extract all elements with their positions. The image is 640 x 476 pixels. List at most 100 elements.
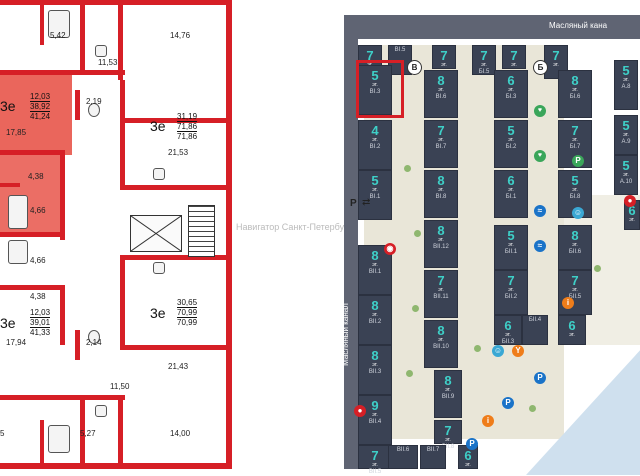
entrance-label: P	[350, 198, 357, 209]
selected-building-frame[interactable]	[356, 60, 404, 118]
selected-apartment-highlight[interactable]	[0, 75, 72, 155]
info-icon[interactable]: i	[482, 415, 494, 427]
amenity-icon[interactable]: ♥	[534, 150, 546, 162]
floor-suffix: эт.	[508, 242, 514, 248]
floor-count: 7	[571, 273, 579, 288]
street-label-top: Масляный кана	[549, 21, 608, 30]
building-code: БII.3	[501, 339, 515, 345]
wall	[80, 400, 85, 465]
building-section[interactable]: ВII.7	[420, 445, 446, 469]
parking-icon[interactable]: P	[502, 397, 514, 409]
building-code: БI.6	[569, 94, 581, 100]
full-area: 70,99	[177, 318, 198, 327]
floor-count: 5	[371, 173, 379, 188]
wall	[123, 118, 228, 123]
playground-icon[interactable]: ☺	[572, 207, 584, 219]
watermark: Навигатор Санкт-Петербург	[236, 222, 353, 232]
wall	[0, 183, 20, 187]
building-section[interactable]: БII.4	[522, 315, 548, 345]
marker-icon: ●	[624, 195, 636, 207]
pool-icon[interactable]: ≈	[534, 240, 546, 252]
section-badge-b: Б	[533, 60, 548, 75]
room-area: 17,85	[6, 128, 27, 137]
floor-suffix: эт.	[438, 287, 444, 293]
wall	[40, 0, 44, 45]
bathtub-icon	[48, 425, 70, 453]
room-area: 2,14	[86, 338, 102, 347]
stove-icon	[153, 262, 165, 274]
floor-suffix: эт.	[372, 187, 378, 193]
room-area: 11,53	[98, 58, 118, 67]
playground-icon[interactable]: Y	[512, 345, 524, 357]
elevator-icon	[130, 215, 182, 252]
pool-icon[interactable]: ≈	[534, 205, 546, 217]
wall	[123, 345, 228, 350]
wall	[0, 232, 64, 237]
floor-suffix: эт.	[372, 462, 378, 468]
amenity-icon[interactable]: ♥	[534, 105, 546, 117]
amenity-icon[interactable]: ◉	[384, 243, 396, 255]
elevator-shaft	[130, 215, 182, 252]
marker-icon: ●	[354, 405, 366, 417]
living-area: 12,03	[30, 308, 51, 318]
floor-suffix: эт.	[445, 387, 451, 393]
floor-count: 8	[437, 223, 445, 238]
stove-icon	[153, 168, 165, 180]
wall	[0, 70, 125, 75]
floor-suffix: эт.	[572, 87, 578, 93]
building-code: ВII.1	[368, 269, 382, 275]
floor-suffix: эт.	[438, 87, 444, 93]
building-code: БII.4	[528, 317, 542, 323]
building-code: БI.1	[505, 194, 517, 200]
floor-suffix: эт.	[505, 332, 511, 338]
info-icon[interactable]: i	[562, 297, 574, 309]
building-code: ВII.6	[396, 447, 410, 453]
floor-suffix: эт.	[508, 287, 514, 293]
floor-count: 7	[507, 273, 515, 288]
wall	[40, 420, 44, 465]
floor-suffix: эт.	[465, 462, 471, 468]
wall	[0, 285, 64, 290]
floor-suffix: эт.	[372, 82, 378, 88]
floor-count: 4	[371, 123, 379, 138]
parking-icon[interactable]: P	[572, 155, 584, 167]
floor-suffix: эт.	[508, 187, 514, 193]
floor-count: 7	[440, 48, 448, 63]
building-section[interactable]: ВII.6	[388, 445, 418, 469]
parking-icon[interactable]: P	[534, 372, 546, 384]
playground-icon[interactable]: ☺	[492, 345, 504, 357]
parking-icon[interactable]: P	[466, 438, 478, 450]
building-code: БI.8	[569, 194, 581, 200]
